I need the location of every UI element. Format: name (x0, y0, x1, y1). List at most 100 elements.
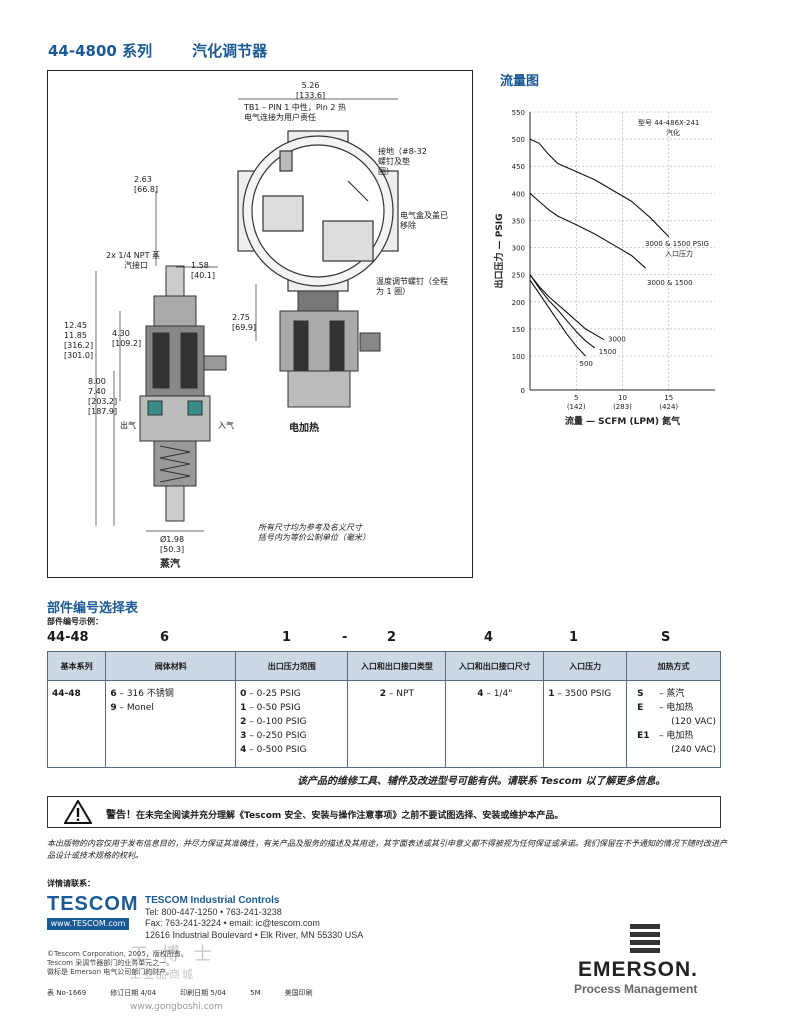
option-row: E1– 电加热 (637, 731, 694, 741)
table-header: 入口压力 (543, 651, 628, 681)
example-label: 部件编号示例： (47, 617, 103, 626)
cell-outlet-range: 0 – 0-25 PSIG 1 – 0-50 PSIG 2 – 0-100 PS… (235, 680, 349, 768)
dim-800: 8.00 7.40 [203.2] [187.9] (88, 377, 118, 416)
series-label: 1500 (599, 348, 617, 356)
example-code: 1 (569, 630, 579, 645)
company-name: TESCOM Industrial Controls (145, 895, 280, 906)
option-row: 3 – 0-250 PSIG (240, 731, 307, 741)
example-code: S (661, 630, 671, 645)
option-row: E– 电加热 (637, 703, 694, 713)
label-outlet: 出气 (120, 421, 136, 430)
warning-text: 警告！在未完全阅读并充分理解《Tescom 安全、安装与操作注意事项》之前不要试… (106, 810, 564, 821)
series-line (529, 279, 586, 357)
x-axis-label: 流量 — SCFM (LPM) 氮气 (565, 415, 680, 427)
cell-port-size: 4 – 1/4" (445, 680, 545, 768)
example-code: 1 (282, 630, 292, 645)
contact-label: 详情请联系： (47, 879, 95, 888)
contact-tel: Tel: 800-447-1250 • 763-241-3238 (145, 906, 282, 917)
y-tick-label: 550 (512, 109, 525, 117)
option-row: 9 – Monel (110, 703, 154, 713)
table-header: 入口和出口接口尺寸 (445, 651, 545, 681)
cell-body-material: 6 – 316 不锈钢 9 – Monel (105, 680, 237, 768)
contact-note: 该产品的维修工具、辅件及改进型号可能有供。请联系 Tescom 以了解更多信息。 (297, 776, 666, 787)
y-tick-label: 250 (512, 272, 525, 280)
option-row: S– 蒸汽 (637, 689, 685, 699)
flow-chart: 01001502002503003504004505005505(142)10(… (493, 109, 715, 427)
steam-body (139, 265, 227, 522)
series-line (529, 192, 646, 269)
x-tick-label: 15 (664, 394, 673, 402)
x-tick-sublabel: (283) (613, 403, 632, 411)
option-row: 2 – NPT (379, 689, 414, 699)
series-line (529, 274, 596, 349)
warning-label: 警告！ (106, 810, 136, 821)
option-row: 1 – 3500 PSIG (548, 689, 612, 699)
example-code-row: 44-48 6 1 - 2 4 1 S (47, 630, 727, 648)
contact-address: TESCOM Industrial Controls Tel: 800-447-… (145, 895, 363, 941)
note-temp: 温度调节螺钉（全程 为 1 圈） (376, 277, 448, 296)
y-tick-label: 200 (512, 299, 525, 307)
dim-275: 2.75 [69.9] (232, 313, 257, 332)
note-tb1: TB1 – PIN 1 中性，Pin 2 热 电气连接为用户责任 (244, 103, 347, 122)
watermark-url: www.gongboshi.com (130, 1002, 223, 1012)
annotation-pressure: 入口压力 (665, 249, 693, 258)
annotation-pressure: 3000 & 1500 (647, 279, 693, 287)
example-code: 4 (484, 630, 494, 645)
example-code: 44-48 (47, 630, 89, 645)
option-row: (120 VAC) (671, 717, 716, 727)
contact-fax: Fax: 763-241-3224 • email: ic@tescom.com (145, 918, 320, 928)
contact-street: 12616 Industrial Boulevard • Elk River, … (145, 929, 364, 940)
example-code: 2 (387, 630, 397, 645)
x-tick-label: 10 (618, 394, 627, 402)
x-tick-label: 5 (574, 394, 578, 402)
electric-box (237, 130, 399, 292)
series-line (529, 138, 670, 238)
page-title: 44-4800 系列汽化调节器 (48, 40, 267, 61)
dimension-drawing: 5.26 [133.6] TB1 – PIN 1 中性，Pin 2 热 电气连接… (47, 70, 473, 578)
warning-box: 警告！在未完全阅读并充分理解《Tescom 安全、安装与操作注意事项》之前不要试… (47, 796, 721, 828)
selection-title: 部件编号选择表 (47, 601, 139, 616)
option-row: 2 – 0-100 PSIG (240, 717, 307, 727)
table-header: 出口压力范围 (235, 651, 349, 681)
option-row: 4 – 1/4" (477, 689, 513, 699)
note-ground: 接地（#8-32 螺钉及垫 圈） (378, 147, 427, 176)
disclaimer: 本出版物的内容仅用于发布信息目的，并尽力保证其准确性，有关产品及服务的描述及其用… (47, 839, 727, 860)
example-code: - (342, 630, 348, 645)
option-row: 4 – 0-500 PSIG (240, 745, 307, 755)
product-title: 汽化调节器 (192, 42, 268, 60)
y-tick-label: 0 (521, 387, 525, 395)
option-row: (240 VAC) (671, 745, 716, 755)
cell-base-series: 44-48 (46, 680, 107, 768)
copyright: ©Tescom Corporation, 2005，版权所有。 Tescom 采… (47, 950, 188, 976)
annotation-model: 型号 44-486X-241 (638, 118, 699, 127)
chart-title: 流量图 (500, 74, 540, 89)
option-row: 6 – 316 不锈钢 (110, 689, 174, 699)
y-tick-label: 350 (512, 217, 525, 225)
tescom-url[interactable]: www.TESCOM.com (47, 918, 129, 930)
series-label: 500 (580, 360, 593, 368)
series-line (529, 274, 605, 341)
note-dims: 所有尺寸均为参考及名义尺寸 括号内为等价公制单位（毫米） (258, 523, 370, 542)
annotation-medium: 汽化 (666, 128, 680, 137)
label-steam: 蒸汽 (160, 559, 180, 570)
cell-inlet-pressure: 1 – 3500 PSIG (543, 680, 628, 768)
example-code: 6 (160, 630, 170, 645)
label-inlet: 入气 (218, 421, 234, 430)
emerson-logo-icon (630, 924, 660, 953)
table-header-row: 基本系列 阀体材料 出口压力范围 入口和出口接口类型 入口和出口接口尺寸 入口压… (46, 651, 721, 681)
y-axis-label: 出口压力 — PSIG (493, 213, 505, 288)
warning-icon (64, 800, 92, 824)
x-tick-sublabel: (142) (567, 403, 586, 411)
table-header: 入口和出口接口类型 (347, 651, 447, 681)
dim-width-top: 5.26 [133.6] (296, 81, 326, 100)
y-tick-label: 400 (512, 190, 525, 198)
tescom-logo: TESCOM (47, 893, 139, 915)
y-tick-label: 500 (512, 136, 525, 144)
label-electric: 电加热 (289, 423, 319, 434)
option-row: 1 – 0-50 PSIG (240, 703, 301, 713)
dim-1245: 12.45 11.85 [316.2] [301.0] (64, 321, 94, 360)
x-tick-sublabel: (424) (659, 403, 678, 411)
process-management: Process Management (574, 982, 698, 996)
note-cover: 电气盒及盖已 移除 (400, 211, 448, 230)
table-header: 加热方式 (626, 651, 721, 681)
